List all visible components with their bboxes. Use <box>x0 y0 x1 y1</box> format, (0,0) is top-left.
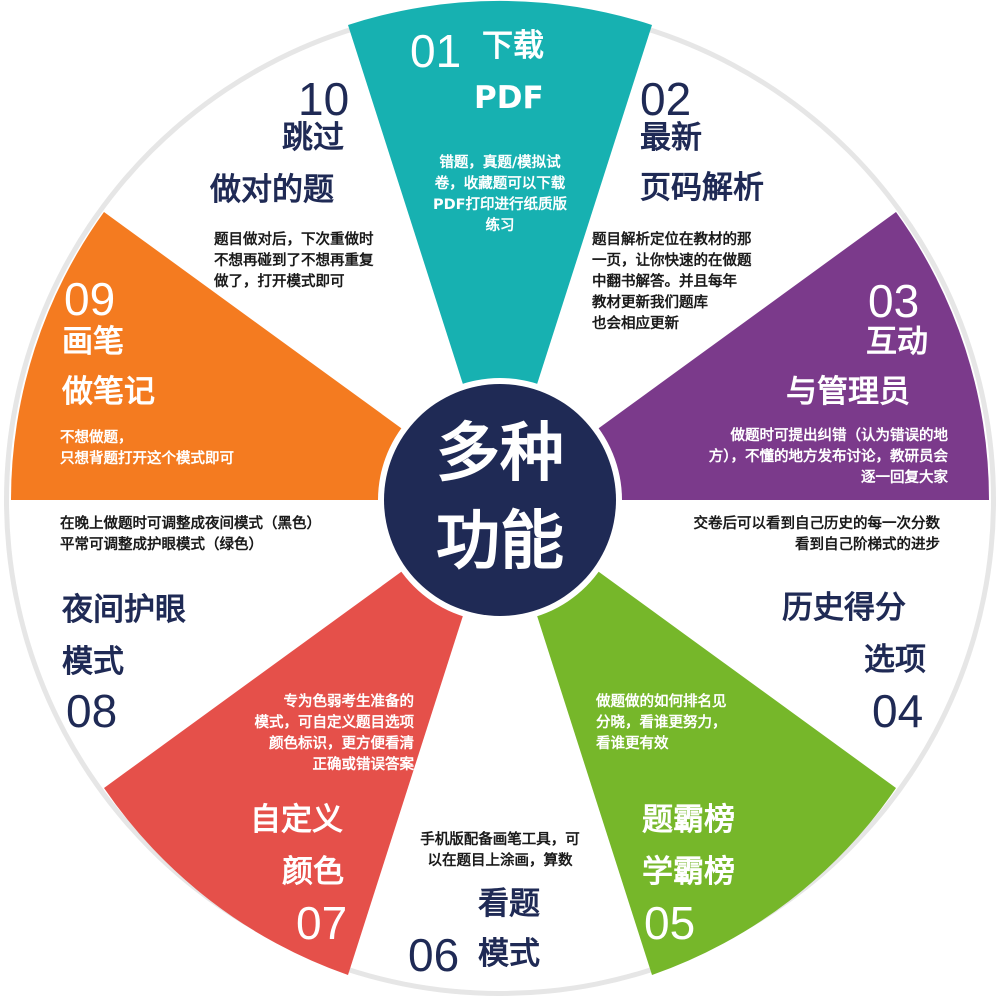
feature-08-title: 夜间护眼 <box>62 592 186 628</box>
feature-04-description: 交卷后可以看到自己历史的每一次分数看到自己阶梯式的进步 <box>693 516 941 554</box>
feature-02-description: 题目解析定位在教材的那一页，让你快速的在做题 中翻书解答。并且每年教材更新我们题… <box>592 232 752 333</box>
feature-10-subtitle: 做对的题 <box>210 172 334 208</box>
feature-01-title: 下载 <box>482 28 544 64</box>
feature-01-description: 错题，真题/模拟试卷，收藏题可以下载 PDF打印进行纸质版练习 <box>432 155 568 235</box>
feature-08-description: 在晚上做题时可调整成夜间模式（黑色）平常可调整成护眼模式（绿色） <box>60 516 321 554</box>
feature-06-subtitle: 模式 <box>478 936 540 972</box>
segment-03-purple <box>500 212 990 500</box>
center-title-line1: 多种 <box>436 417 564 491</box>
feature-03-description: 做题时可提出纠错（认为错误的地方），不懂的地方发布讨论，教研员会 逐一回复大家 <box>708 428 948 487</box>
feature-04-number: 04 <box>872 685 924 737</box>
feature-06-title: 看题 <box>478 886 540 922</box>
feature-02-title: 最新 <box>640 120 702 156</box>
feature-07-number: 07 <box>296 897 348 949</box>
feature-10-description: 题目做对后，下次重做时不想再碰到了不想再重复 做了，打开模式即可 <box>214 232 374 291</box>
feature-09-title: 画笔 <box>62 324 124 360</box>
feature-08-number: 08 <box>66 685 118 737</box>
feature-03-subtitle: 与管理员 <box>786 374 910 410</box>
center-hub <box>384 384 616 616</box>
segment-07-red <box>104 500 500 975</box>
feature-02-number: 02 <box>640 73 692 125</box>
segment-09-orange <box>10 212 500 500</box>
feature-09-description: 不想做题，只想背题打开这个模式即可 <box>60 430 234 468</box>
feature-10-number: 10 <box>298 73 350 125</box>
feature-05-number: 05 <box>644 897 696 949</box>
feature-10-title: 跳过 <box>282 120 344 156</box>
feature-03-number: 03 <box>868 275 920 327</box>
feature-04-title: 历史得分 <box>782 590 906 626</box>
feature-06-description: 手机版配备画笔工具，可以在题目上涂画，算数 <box>420 832 580 870</box>
feature-07-subtitle: 颜色 <box>282 854 344 890</box>
feature-02-subtitle: 页码解析 <box>640 170 764 206</box>
feature-04-subtitle: 选项 <box>864 642 926 678</box>
feature-07-title: 自定义 <box>250 802 343 838</box>
feature-08-subtitle: 模式 <box>62 644 124 680</box>
feature-03-title: 互动 <box>866 324 928 360</box>
feature-01-number: 01 <box>410 25 462 77</box>
feature-05-title: 题霸榜 <box>642 802 735 838</box>
feature-09-number: 09 <box>64 273 116 325</box>
segment-05-green <box>500 500 896 975</box>
segment-01-teal <box>348 0 652 500</box>
feature-01-subtitle: PDF <box>474 80 544 116</box>
feature-05-subtitle: 学霸榜 <box>642 854 735 890</box>
feature-05-description: 做题做的如何排名见分晓，看谁更努力， 看谁更有效 <box>596 694 727 753</box>
feature-09-subtitle: 做笔记 <box>62 374 155 410</box>
center-title-line2: 功能 <box>436 505 564 579</box>
feature-06-number: 06 <box>408 929 460 981</box>
feature-07-description: 专为色弱考生准备的模式，可自定义题目选项 颜色标识，更方便看清正确或错误答案 <box>254 694 415 774</box>
